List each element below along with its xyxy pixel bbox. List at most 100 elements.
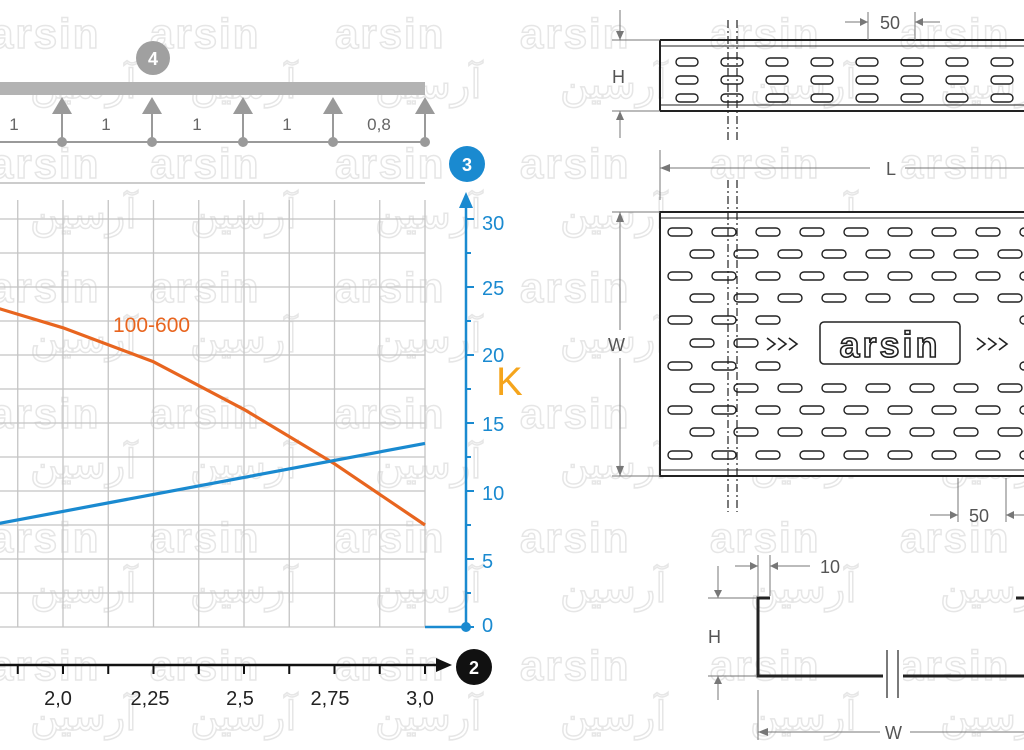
plan-width-label: W [608,335,625,355]
slot [931,227,957,237]
slot [865,293,891,303]
span-badge [136,41,170,75]
slot [733,427,759,437]
series-line-100-600 [0,307,426,527]
x-axis-badge-label: 2 [469,658,479,678]
slot [765,75,789,85]
slot [1019,227,1024,237]
slot [765,57,789,67]
watermark-latin: arsin [0,10,100,57]
x-axis-ticks [16,665,426,674]
slot [667,227,693,237]
section-view: 10 H W [708,555,1024,743]
slot [777,249,803,259]
slot [865,427,891,437]
x-tick-label: 2,5 [226,688,254,710]
watermark-arabic: آرسین [940,692,1024,740]
watermark-latin: arsin [900,10,1010,57]
slot [755,450,781,460]
watermark-arabic: آرسین [560,440,668,488]
slot [843,405,869,415]
slot [799,271,825,281]
support-marker [52,97,72,114]
slot [900,75,924,85]
watermark-latin: arsin [520,264,630,311]
slot [945,57,969,67]
watermark-latin: arsin [335,10,445,57]
slot [865,249,891,259]
slot [945,93,969,103]
span-label: 1 [282,115,291,134]
x-tick-label: 2,25 [131,688,170,710]
y-tick-label: 25 [482,278,504,300]
slot [667,405,693,415]
slot [953,383,979,393]
watermark-arabic: آرسین [560,190,668,238]
slot [733,293,759,303]
slot [720,93,744,103]
direction-arrows [766,337,1009,351]
x-axis-arrow [436,658,452,672]
k-marker: K [496,360,523,404]
slot [777,383,803,393]
slot [997,249,1023,259]
slot [711,405,737,415]
support-marker [142,97,162,114]
watermark-latin: arsin [520,390,630,437]
watermark-latin: arsin [0,140,100,187]
watermark-latin: arsin [150,140,260,187]
watermark-latin: arsin [150,514,260,561]
plan-view: arsin W 50 [608,180,1024,526]
slot [667,361,693,371]
slot [799,405,825,415]
watermark-latin: arsin [710,140,820,187]
slot [855,93,879,103]
plan-logo-box [819,321,961,365]
slot [1019,405,1024,415]
slot [667,450,693,460]
slot [711,450,737,460]
x-axis-badge [456,649,492,685]
slot [733,338,759,348]
slot [887,271,913,281]
slot [720,75,744,85]
slot [733,249,759,259]
slot [997,427,1023,437]
chart-grid [0,200,426,628]
plan-logo-text: arsin [839,324,940,365]
side-view: H 50 [612,10,1024,140]
slot [821,293,847,303]
watermark-layer: arsinآرسینarsinآرسینarsinآرسینarsinآرسین… [0,9,1024,741]
slot [953,427,979,437]
slot [887,405,913,415]
slot [855,75,879,85]
slot [689,383,715,393]
slot [975,405,1001,415]
watermark-latin: arsin [520,514,630,561]
support-marker [415,97,435,114]
support-markers [52,97,435,114]
section-height-label: H [708,627,721,647]
support-marker [233,97,253,114]
slot [689,338,715,348]
y-tick-label: 20 [482,345,504,367]
slot [799,450,825,460]
watermark-arabic: آرسین [750,564,858,612]
length-dimension: L [659,150,1024,200]
span-bar [0,82,425,95]
slot [865,383,891,393]
load-span-chart: 4 1 1 1 1 0,8 100-600 [0,41,523,710]
slot [711,227,737,237]
watermark-arabic: آرسین [560,692,668,740]
watermark-arabic: آرسین [940,564,1024,612]
y-axis-badge-label: 3 [462,155,472,175]
watermark-arabic: آرسین [30,564,138,612]
slot [953,249,979,259]
span-label: 1 [9,115,18,134]
watermark-arabic: آرسین [30,440,138,488]
slot [689,249,715,259]
y-tick-label: 15 [482,414,504,436]
slot [755,315,781,325]
slot [990,57,1014,67]
